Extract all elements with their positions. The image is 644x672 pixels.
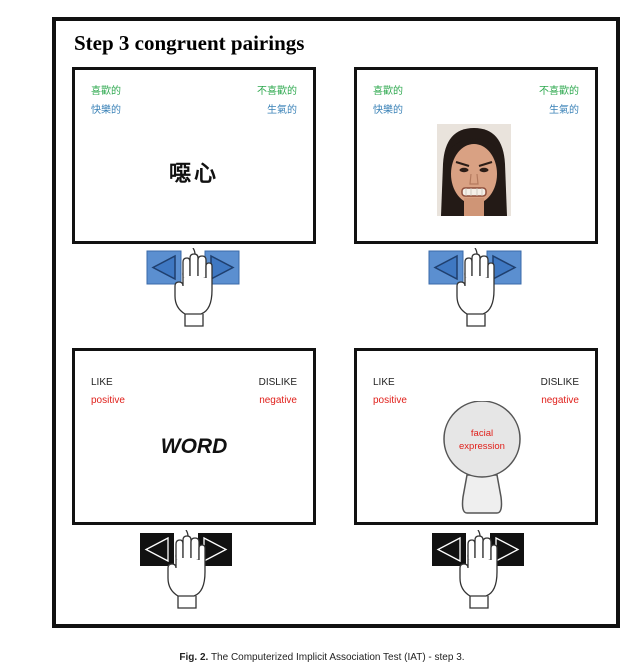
label-like-zh: 喜歡的 — [373, 86, 403, 97]
label-negative: negative — [541, 395, 579, 406]
facial-expression-label: facial expression — [437, 427, 527, 453]
left-arrow-key-icon — [432, 533, 466, 566]
hand-on-mouse-icon — [456, 247, 495, 327]
stimulus-word: WORD — [160, 435, 228, 458]
caption-text: The Computerized Implicit Association Te… — [210, 652, 465, 663]
facial-expression-placeholder: facial expression — [437, 400, 527, 516]
label-dislike: DISLIKE — [258, 377, 297, 388]
response-keys-top-left — [145, 247, 245, 328]
left-arrow-key-icon — [146, 250, 182, 285]
response-keys-top-right — [427, 247, 527, 328]
caption-label: Fig. 2. — [179, 652, 209, 663]
screen-bottom-right: LIKE positive DISLIKE negative facial ex… — [354, 348, 598, 525]
left-arrow-key-icon — [428, 250, 464, 285]
label-angry-zh: 生氣的 — [267, 105, 297, 116]
hand-on-mouse-icon — [174, 247, 213, 327]
angry-face-photo — [437, 124, 511, 216]
label-happy-zh: 快樂的 — [91, 105, 121, 116]
head-silhouette-icon — [443, 400, 521, 514]
facial-label-line1: facial — [470, 428, 494, 439]
label-dislike-zh: 不喜歡的 — [539, 86, 579, 97]
label-positive: positive — [91, 395, 125, 406]
label-positive: positive — [373, 395, 407, 406]
label-angry-zh: 生氣的 — [549, 105, 579, 116]
label-dislike: DISLIKE — [540, 377, 579, 388]
screen-top-left: 喜歡的 快樂的 不喜歡的 生氣的 噁心 — [72, 67, 316, 244]
figure-title: Step 3 congruent pairings — [74, 31, 305, 55]
screen-top-right: 喜歡的 快樂的 不喜歡的 生氣的 — [354, 67, 598, 244]
label-like-zh: 喜歡的 — [91, 86, 121, 97]
label-happy-zh: 快樂的 — [373, 105, 403, 116]
figure-caption: Fig. 2. The Computerized Implicit Associ… — [0, 652, 644, 663]
label-negative: negative — [259, 395, 297, 406]
label-like: LIKE — [91, 377, 113, 388]
label-dislike-zh: 不喜歡的 — [257, 86, 297, 97]
response-keys-bottom-right — [430, 529, 530, 610]
label-like: LIKE — [373, 377, 395, 388]
stimulus-word-zh: 噁心 — [168, 162, 219, 187]
response-keys-bottom-left — [138, 529, 238, 610]
screen-bottom-left: LIKE positive DISLIKE negative WORD — [72, 348, 316, 525]
facial-label-line2: expression — [459, 441, 505, 452]
hand-on-mouse-icon — [459, 529, 498, 609]
hand-on-mouse-icon — [167, 529, 206, 609]
left-arrow-key-icon — [140, 533, 174, 566]
